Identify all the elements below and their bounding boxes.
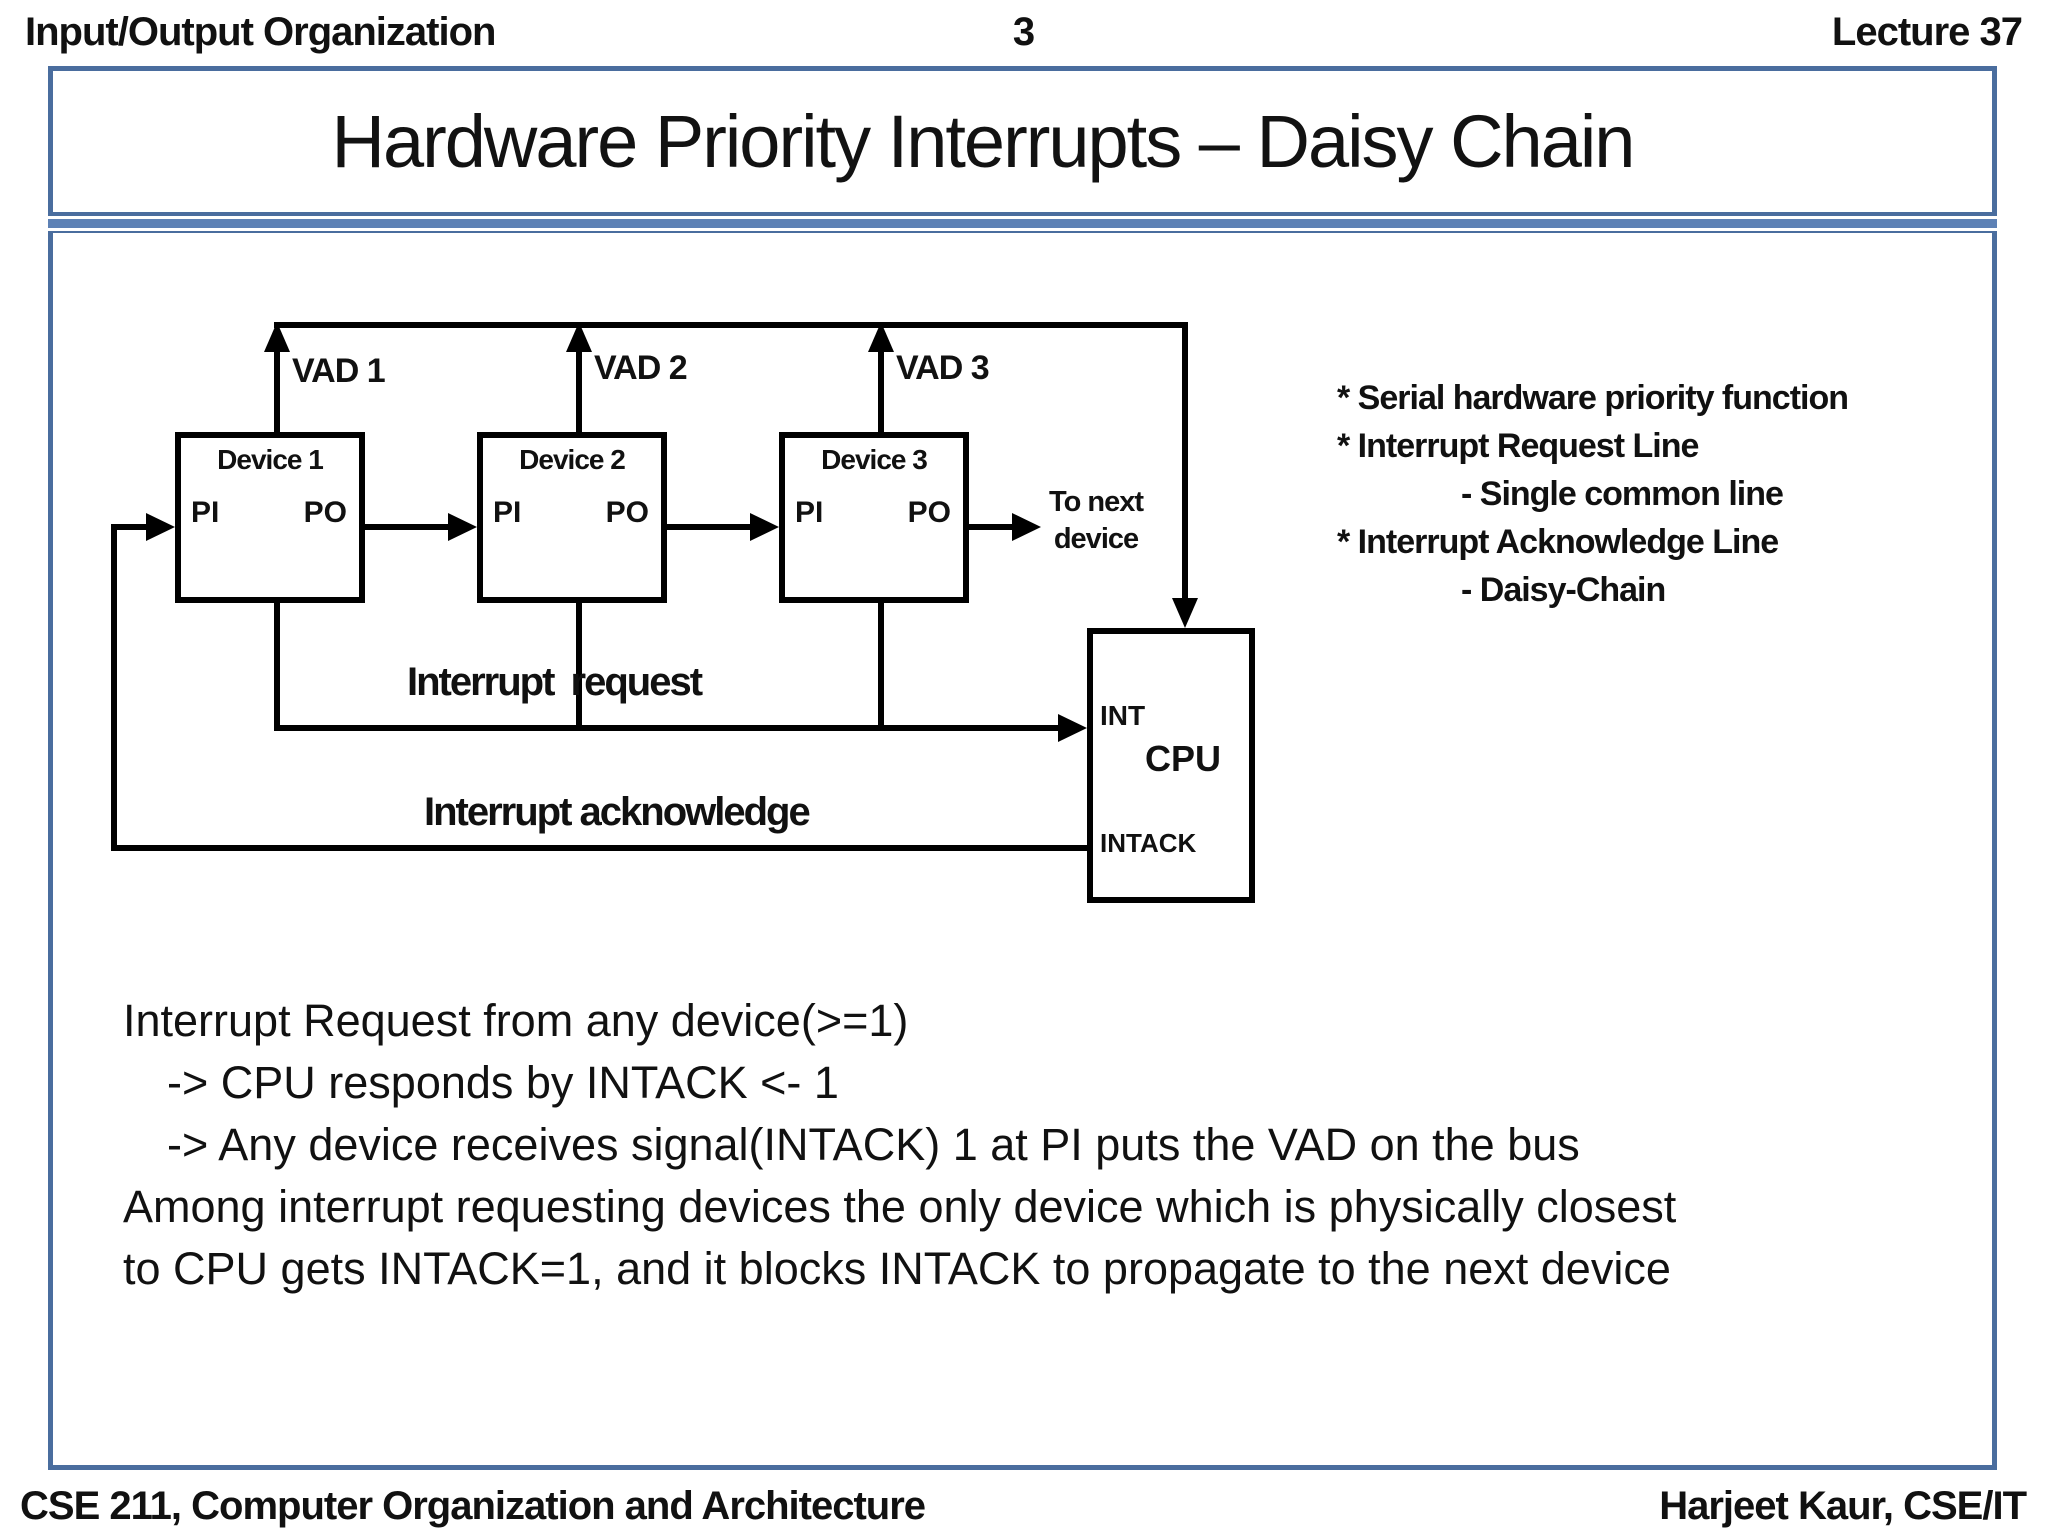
header-lecture-number: Lecture 37 [1831,10,2023,54]
device-1-pi-label: PI [191,496,220,529]
footer-author: Harjeet Kaur, CSE/IT [1659,1484,2027,1528]
note-line: * Interrupt Request Line [1337,427,1699,465]
slide-title: Hardware Priority Interrupts – Daisy Cha… [331,100,1636,183]
bus-to-cpu-line [1182,322,1188,600]
body-line: -> CPU responds by INTACK <- 1 [167,1057,839,1108]
cpu-intack-label: INTACK [1100,828,1197,858]
intack-into-device1-line [111,524,149,530]
body-line: -> Any device receives signal(INTACK) 1 … [167,1119,1580,1170]
to-next-line1: To next [1049,486,1144,518]
vad3-arrow-up-icon [868,322,894,352]
vad1-arrow-up-icon [264,322,290,352]
body-line: Interrupt Request from any device(>=1) [123,995,909,1046]
slide-frame: Hardware Priority Interrupts – Daisy Cha… [48,66,1997,1470]
body-line: to CPU gets INTACK=1, and it blocks INTA… [123,1243,1671,1294]
vad1-label: VAD 1 [292,352,386,390]
note-line: * Serial hardware priority function [1337,379,1849,417]
device2-to-device3-line [667,524,751,530]
acknowledge-return-riser [111,524,117,851]
note-line: - Single common line [1461,475,1784,513]
arrow-down-into-cpu-icon [1172,598,1198,628]
arrow-into-device3-pi-icon [750,513,779,541]
device-1-po-label: PO [303,496,347,529]
cpu-int-label: INT [1100,700,1146,731]
arrow-into-device1-pi-icon [146,513,175,541]
vad1-line [274,348,280,434]
to-next-line2: device [1053,523,1139,555]
device-2-po-label: PO [605,496,649,529]
device3-request-connector [878,601,884,731]
vad-bus-line [274,322,1188,328]
arrow-to-next-device-icon [1012,513,1041,541]
separator-gap [48,228,1997,231]
interrupt-request-label: Interrupt request [407,660,703,704]
device-3-box: Device 3 PI PO [779,432,969,603]
arrow-into-cpu-int-icon [1058,714,1087,742]
separator-line-thin-bottom [48,231,1997,233]
arrow-into-device2-pi-icon [448,513,477,541]
device2-request-connector [576,601,582,731]
device-3-po-label: PO [907,496,951,529]
header-page-number: 3 [1012,10,1036,54]
to-next-device-label: To next device [1036,484,1156,558]
device-3-name: Device 3 [821,444,928,475]
vad3-label: VAD 3 [896,349,990,387]
body-line: Among interrupt requesting devices the o… [123,1181,1677,1232]
vad2-arrow-up-icon [566,322,592,352]
cpu-box: INT CPU INTACK [1087,628,1255,903]
device3-to-next-line [969,524,1013,530]
device-2-pi-label: PI [493,496,522,529]
separator-line-thin-top [48,212,1997,216]
vad2-label: VAD 2 [594,349,688,387]
device-3-pi-label: PI [795,496,824,529]
interrupt-request-line [274,725,1060,731]
body-paragraph: Interrupt Request from any device(>=1) -… [123,990,1676,1300]
footer-course-name: CSE 211, Computer Organization and Archi… [20,1484,926,1528]
note-line: - Daisy-Chain [1461,571,1666,609]
cpu-name: CPU [1145,738,1222,779]
interrupt-acknowledge-line [111,845,1087,851]
title-separator-rule [48,212,1997,233]
device1-to-device2-line [365,524,449,530]
interrupt-acknowledge-label: Interrupt acknowledge [424,790,811,834]
separator-gap [48,216,1997,219]
device1-request-connector [274,601,280,731]
side-notes: * Serial hardware priority function * In… [1337,374,1849,614]
vad3-line [878,348,884,434]
device-1-name: Device 1 [217,444,324,475]
device-2-name: Device 2 [519,444,626,475]
vad2-line [576,348,582,434]
header-course-topic: Input/Output Organization [25,10,496,54]
separator-line-thick [48,219,1997,228]
note-line: * Interrupt Acknowledge Line [1337,523,1779,561]
device-1-box: Device 1 PI PO [175,432,365,603]
device-2-box: Device 2 PI PO [477,432,667,603]
